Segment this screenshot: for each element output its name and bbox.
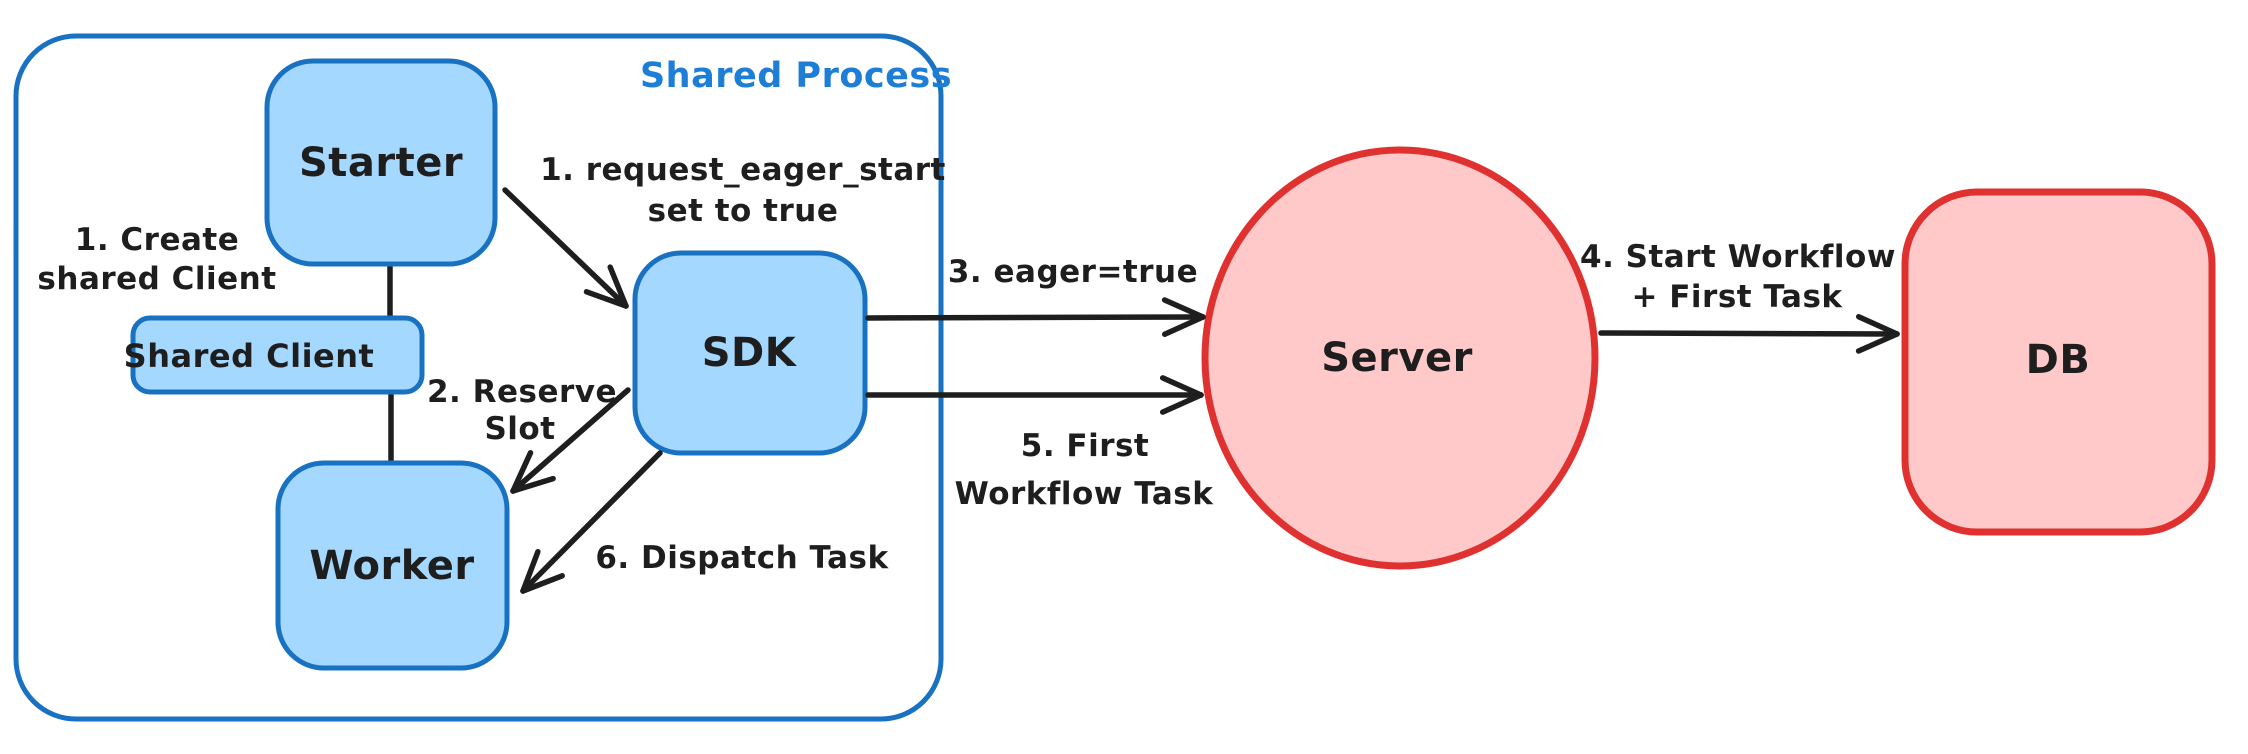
starter-node: Starter [264, 58, 498, 267]
db-box [1901, 188, 2216, 536]
sdk-node: SDK [632, 250, 868, 456]
db-label: DB [2026, 337, 2091, 383]
shared-client-node: Shared Client [124, 315, 425, 395]
arrowhead-stroke [1159, 375, 1204, 398]
note-line: + First Task [1631, 279, 1843, 315]
note-request-eager-start: 1. request_eager_start set to true [540, 152, 946, 229]
arrow-sdk-to-server-eager [865, 297, 1206, 337]
arrow-line [520, 450, 663, 594]
arrowhead-stroke [1855, 313, 1900, 337]
shared-process-label-text: Shared Process [640, 56, 952, 96]
note-start-workflow: 4. Start Workflow + First Task [1580, 239, 1896, 315]
server-label: Server [1321, 335, 1473, 381]
starter-label: Starter [299, 140, 463, 186]
note-line: 5. First [1021, 428, 1150, 464]
arrow-server-to-db [1598, 313, 1900, 354]
server-circle [1201, 146, 1599, 570]
note-line: 3. eager=true [948, 254, 1198, 290]
note-create-shared-client: 1. Create shared Client [37, 222, 276, 297]
note-line: 4. Start Workflow [1580, 239, 1896, 275]
arrowhead-stroke [607, 264, 629, 309]
worker-label: Worker [309, 543, 474, 589]
arrowhead-stroke [1161, 297, 1206, 320]
shared-client-box [130, 315, 425, 395]
worker-node: Worker [275, 460, 510, 671]
worker-box [275, 460, 510, 671]
note-line: 6. Dispatch Task [595, 540, 889, 576]
starter-box [264, 58, 498, 267]
arrowhead-stroke [510, 450, 534, 494]
arrow-line [1598, 330, 1900, 337]
shared-client-label: Shared Client [124, 337, 375, 375]
arrow-line [502, 187, 629, 309]
arrowhead-stroke [1855, 331, 1900, 354]
shared-process-frame [13, 33, 944, 722]
note-eager-true: 3. eager=true [948, 254, 1198, 290]
arrowhead-stroke [1161, 314, 1206, 337]
note-line: 2. Reserve [427, 374, 617, 410]
arrow-line [865, 314, 1206, 321]
note-first-workflow-task: 5. First Workflow Task [955, 428, 1215, 512]
note-dispatch-task: 6. Dispatch Task [595, 540, 889, 576]
note-line: Slot [484, 411, 555, 447]
note-line: set to true [648, 193, 839, 229]
db-node: DB [1901, 188, 2216, 536]
arrowhead-stroke [520, 548, 541, 594]
sdk-box [632, 250, 868, 456]
arrowhead-stroke [1159, 392, 1204, 415]
note-reserve-slot: 2. Reserve Slot [427, 374, 617, 447]
note-line: Workflow Task [955, 476, 1215, 512]
shared-process-container: Shared Process [13, 33, 952, 722]
arrowhead-stroke [583, 289, 629, 309]
sdk-label: SDK [702, 330, 798, 376]
arrowhead-stroke [510, 475, 556, 494]
arrowhead-stroke [520, 573, 565, 594]
arrow-line [510, 387, 631, 494]
arrow-sdk-to-worker-dispatch [520, 450, 663, 594]
arrow-sdk-to-worker-reserve [510, 387, 631, 494]
server-node: Server [1201, 146, 1599, 570]
note-line: 1. Create [75, 222, 239, 258]
note-line: 1. request_eager_start [540, 152, 946, 188]
arrow-sdk-to-server-first-task [865, 375, 1204, 415]
arrow-starter-to-sdk [502, 187, 629, 309]
note-line: shared Client [37, 261, 276, 297]
